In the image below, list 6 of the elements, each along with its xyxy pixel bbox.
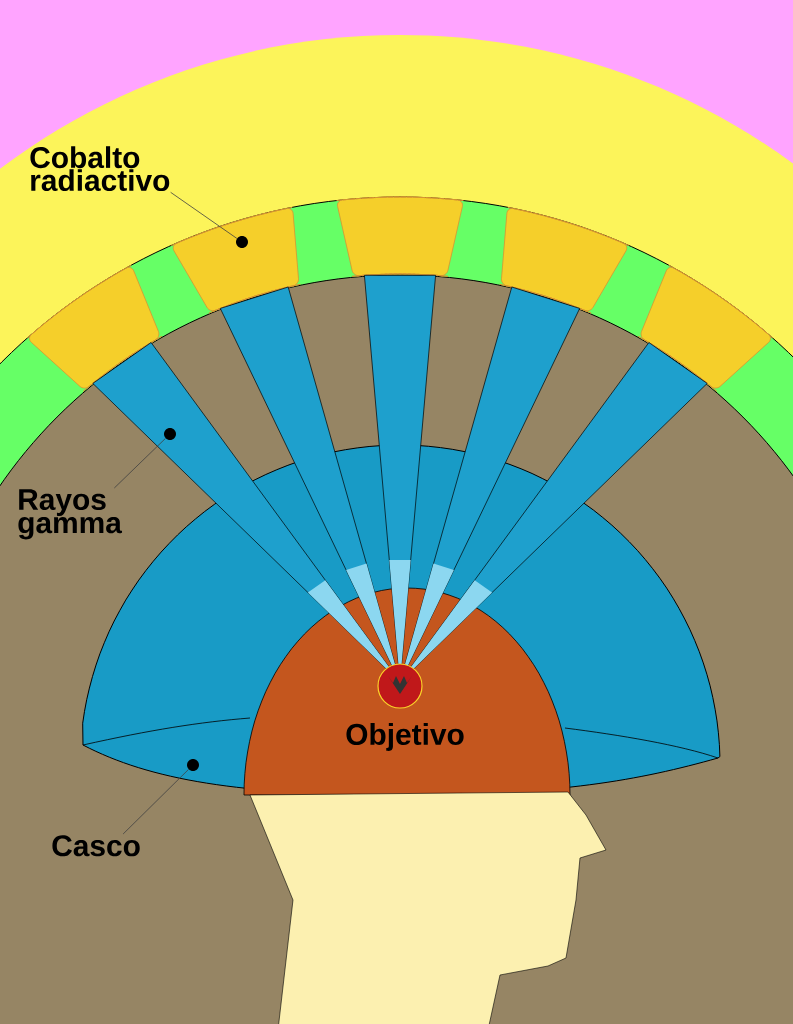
leader-line [170, 191, 238, 239]
callout-label: Rayos gamma [18, 489, 123, 540]
target-label: Objetivo [346, 723, 464, 751]
callout-label: Cobalto radiactivo [30, 146, 170, 192]
leader-line [113, 437, 166, 489]
callout-label: Casco [52, 835, 140, 857]
